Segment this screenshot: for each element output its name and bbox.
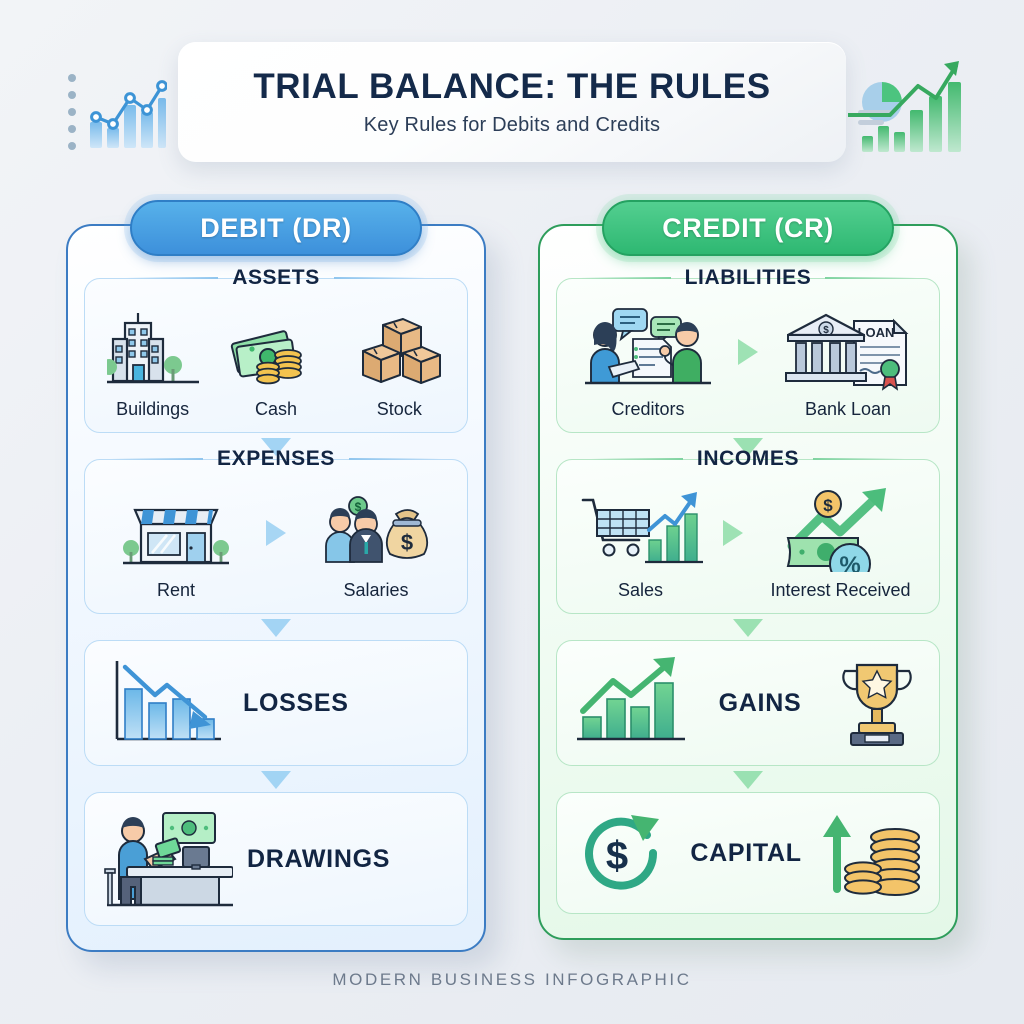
- list-item: $ $: [316, 486, 436, 601]
- item-row: Creditors LOAN: [557, 279, 939, 432]
- svg-text:$: $: [823, 325, 829, 336]
- list-item: Cash: [216, 305, 335, 420]
- declining-bar-chart-icon: [101, 655, 229, 751]
- page-title: TRIAL BALANCE: THE RULES: [253, 67, 771, 106]
- list-item: Buildings: [93, 305, 212, 420]
- svg-text:$: $: [355, 500, 362, 514]
- svg-text:$: $: [606, 834, 628, 878]
- section-losses: LOSSES: [84, 640, 468, 766]
- storefront-icon: [121, 486, 231, 572]
- item-label: Cash: [254, 399, 297, 419]
- item-label: Bank Loan: [804, 399, 892, 419]
- section-capital: $ CAPITAL: [556, 792, 940, 914]
- section-assets: ASSETS: [84, 266, 468, 433]
- money-percent-growth-icon: $ %: [778, 486, 904, 572]
- svg-text:LOAN: LOAN: [858, 325, 895, 340]
- owner-withdrawing-cash-icon: [101, 807, 233, 911]
- section-liabilities: LIABILITIES: [556, 266, 940, 433]
- section-title: GAINS: [718, 688, 802, 717]
- item-label: Interest Received: [770, 580, 911, 600]
- debit-pill-header: DEBIT (DR): [130, 200, 422, 256]
- section-expenses: EXPENSES: [84, 447, 468, 614]
- bar-line-chart-blue-icon: [62, 60, 168, 157]
- connector-arrow-down: [556, 618, 940, 638]
- connector-arrow-down: [84, 618, 468, 638]
- section-incomes: INCOMES: [556, 447, 940, 614]
- item-label: Salaries: [343, 580, 409, 600]
- office-building-icon: [106, 305, 199, 391]
- debit-panel: DEBIT (DR) ASSETS: [66, 200, 486, 952]
- item-row: Sales $: [557, 460, 939, 613]
- connector-arrow-down: [556, 770, 940, 790]
- item-row: Rent $: [85, 460, 467, 613]
- bank-loan-document-icon: LOAN $: [782, 305, 914, 391]
- employees-moneybag-icon: $ $: [320, 486, 432, 572]
- list-item: Rent: [116, 486, 236, 601]
- connector-arrow-down: [84, 437, 468, 457]
- svg-text:$: $: [823, 496, 833, 515]
- rising-bar-chart-icon: [573, 655, 689, 751]
- flow-arrow-right-icon: [263, 518, 289, 548]
- credit-panel: CREDIT (CR) LIABILITIES: [538, 200, 958, 940]
- credit-pill-header: CREDIT (CR): [602, 200, 894, 256]
- item-label: Sales: [617, 580, 664, 600]
- connector-arrow-down: [84, 770, 468, 790]
- svg-text:$: $: [401, 530, 413, 555]
- list-item: Creditors: [573, 305, 723, 420]
- section-title: DRAWINGS: [247, 844, 391, 873]
- flow-arrow-right-icon: [735, 337, 761, 367]
- banknotes-coins-icon: [230, 305, 322, 391]
- page-subtitle: Key Rules for Debits and Credits: [363, 114, 661, 136]
- list-item: Stock: [340, 305, 459, 420]
- connector-arrow-down: [556, 437, 940, 457]
- header: TRIAL BALANCE: THE RULES Key Rules for D…: [0, 42, 1024, 170]
- title-card: TRIAL BALANCE: THE RULES Key Rules for D…: [178, 42, 846, 162]
- section-gains: GAINS: [556, 640, 940, 766]
- big-row: LOSSES: [85, 641, 467, 765]
- item-label: Rent: [156, 580, 196, 600]
- dollar-circle-arrow-icon: $: [573, 807, 673, 899]
- shopping-cart-growth-icon: [579, 486, 703, 572]
- list-item: Sales: [571, 486, 711, 601]
- flow-arrow-right-icon: [720, 518, 746, 548]
- item-row: Buildings: [85, 279, 467, 432]
- section-title: LOSSES: [243, 688, 349, 717]
- pie-bar-growth-green-icon: [846, 52, 968, 165]
- creditors-discussion-icon: [583, 305, 713, 391]
- section-drawings: DRAWINGS: [84, 792, 468, 926]
- item-label: Stock: [376, 399, 422, 419]
- list-item: $ % Interest Received: [756, 486, 926, 601]
- coin-stacks-up-arrow-icon: [819, 807, 923, 899]
- item-label: Creditors: [611, 399, 685, 419]
- footer-caption: MODERN BUSINESS INFOGRAPHIC: [332, 970, 692, 989]
- trophy-icon: [831, 657, 923, 749]
- big-row: DRAWINGS: [85, 793, 467, 925]
- big-row: GAINS: [557, 641, 939, 765]
- svg-text:%: %: [839, 552, 860, 572]
- section-title: CAPITAL: [690, 838, 802, 867]
- cardboard-boxes-icon: [353, 305, 445, 391]
- list-item: LOAN $: [773, 305, 923, 420]
- item-label: Buildings: [116, 399, 190, 419]
- big-row: $ CAPITAL: [557, 793, 939, 913]
